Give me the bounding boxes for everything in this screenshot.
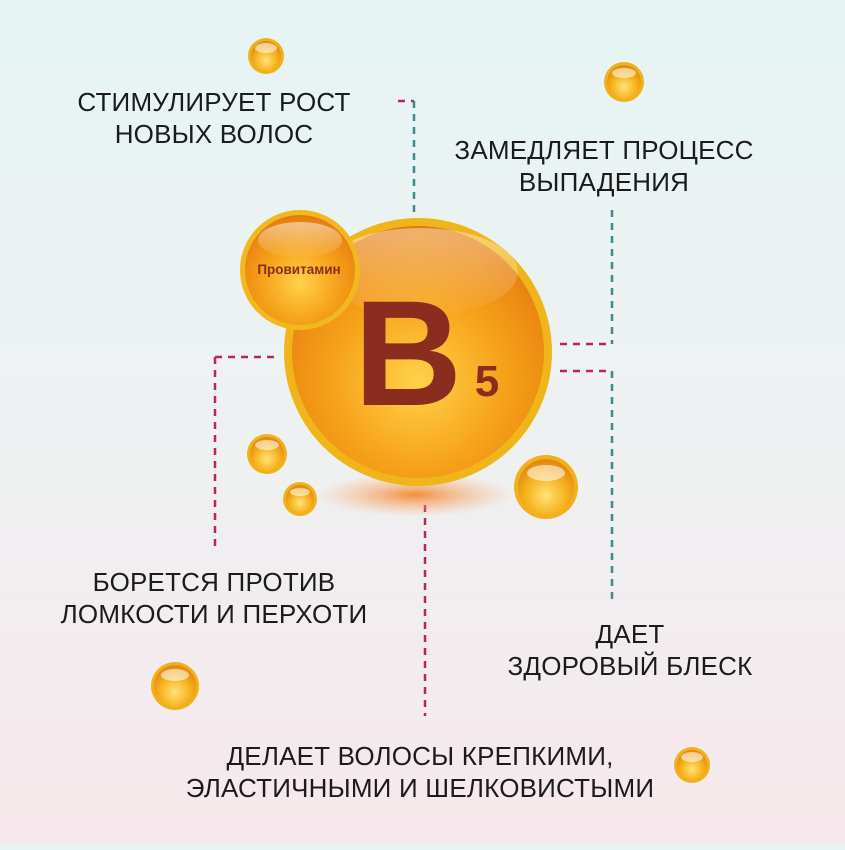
benefit-line: ДАЕТ [595, 619, 665, 649]
benefit-slows-hair-loss: ЗАМЕДЛЯЕТ ПРОЦЕСС ВЫПАДЕНИЯ [430, 134, 778, 198]
sphere-shadow [315, 473, 515, 517]
vitamin-letter: B [354, 269, 462, 437]
bubble [674, 747, 710, 783]
vitamin-sphere: B 5 [284, 218, 552, 486]
provitamin-badge: Провитамин [240, 210, 360, 330]
benefit-line: БОРЕТСЯ ПРОТИВ [92, 567, 336, 597]
benefit-line: ЗДОРОВЫЙ БЛЕСК [507, 651, 753, 681]
decorative-bubbles [151, 38, 710, 783]
bubble [604, 62, 644, 102]
benefit-healthy-shine: ДАЕТ ЗДОРОВЫЙ БЛЕСК [460, 618, 800, 682]
benefit-fights-brittleness: БОРЕТСЯ ПРОТИВ ЛОМКОСТИ И ПЕРХОТИ [40, 566, 388, 630]
vitamin-subscript: 5 [475, 357, 499, 406]
benefit-line: СТИМУЛИРУЕТ РОСТ [77, 87, 351, 117]
benefit-line: ДЕЛАЕТ ВОЛОСЫ КРЕПКИМИ, [226, 741, 614, 771]
bubble [247, 434, 287, 474]
benefit-hair-growth: СТИМУЛИРУЕТ РОСТ НОВЫХ ВОЛОС [40, 86, 388, 150]
provitamin-label: Провитамин [257, 262, 340, 277]
connector-lines [213, 99, 614, 716]
benefit-line: НОВЫХ ВОЛОС [114, 119, 314, 149]
bubble [514, 455, 578, 519]
benefit-strong-elastic: ДЕЛАЕТ ВОЛОСЫ КРЕПКИМИ, ЭЛАСТИЧНЫМИ И ШЕ… [120, 740, 720, 804]
benefit-line: ЛОМКОСТИ И ПЕРХОТИ [60, 599, 368, 629]
benefit-line: ЗАМЕДЛЯЕТ ПРОЦЕСС [454, 135, 754, 165]
bubble [151, 662, 199, 710]
bubble [248, 38, 284, 74]
benefit-line: ЭЛАСТИЧНЫМИ И ШЕЛКОВИСТЫМИ [185, 773, 655, 803]
bubble [283, 482, 317, 516]
benefit-line: ВЫПАДЕНИЯ [518, 167, 690, 197]
